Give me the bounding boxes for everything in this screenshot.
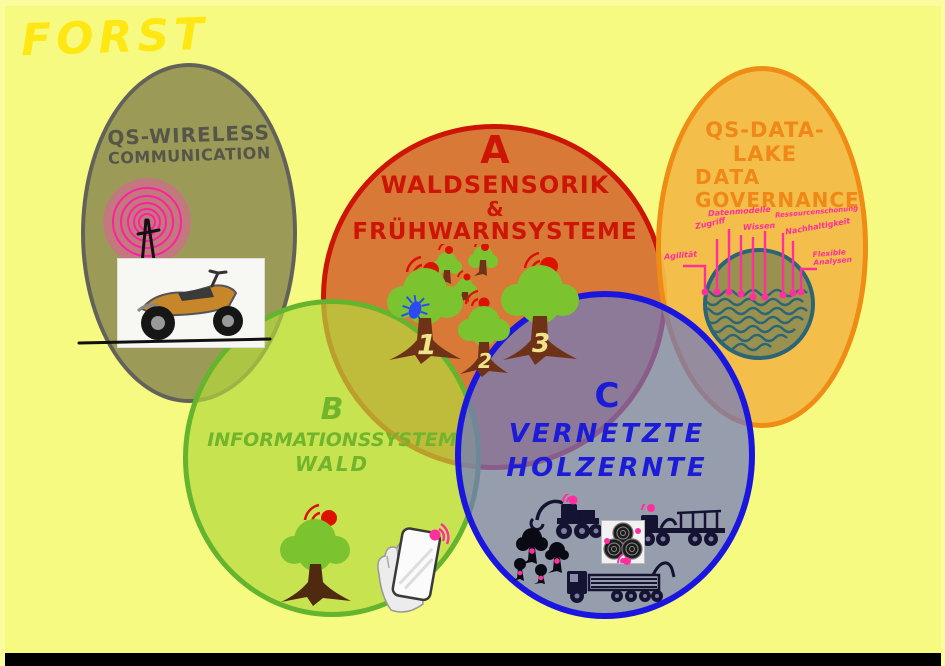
ground-line bbox=[77, 337, 272, 345]
section-letter-a: A bbox=[480, 128, 510, 172]
atv-quad-bike-icon bbox=[136, 269, 243, 340]
waldsensorik-ampersand: & bbox=[486, 197, 504, 222]
section-letter-b: B bbox=[320, 392, 344, 427]
datalake-line3: DATA bbox=[695, 165, 762, 190]
tree-1-icon: 1 bbox=[387, 255, 463, 364]
datalake-line2: LAKE bbox=[732, 142, 798, 167]
informationssystem-title: B INFORMATIONSSYSTEM WALD bbox=[182, 391, 482, 477]
tree-3-icon: 3 bbox=[501, 252, 579, 365]
tree-2-number: 2 bbox=[478, 349, 492, 373]
datalake-line1: QS-DATA- bbox=[705, 118, 825, 142]
waldsensorik-line1: WALDSENSORIK bbox=[380, 170, 610, 199]
data-lake-icon bbox=[683, 229, 817, 360]
page-title: FORST bbox=[20, 8, 210, 67]
section-letter-c: C bbox=[594, 376, 620, 416]
log-truck-icon bbox=[567, 553, 676, 603]
log-pile-icon bbox=[603, 522, 643, 563]
atv-photo bbox=[117, 258, 265, 348]
forwarder-icon bbox=[639, 504, 725, 546]
log-pile-photo bbox=[601, 520, 645, 564]
bottom-black-bar bbox=[5, 653, 941, 666]
waldsensorik-line2: FRÜHWARNSYSTEME bbox=[352, 219, 638, 246]
data-lake-ellipse bbox=[656, 66, 868, 428]
data-lake-title: QS-DATA- LAKE DATA GOVERNANCE bbox=[669, 118, 861, 212]
tree-2-icon: 2 bbox=[458, 289, 510, 377]
holzernte-line1: VERNETZTE bbox=[508, 419, 706, 450]
smartphone-hand-icon bbox=[377, 522, 450, 613]
felled-trees-icon bbox=[513, 528, 569, 584]
datalake-line4: GOVERNANCE bbox=[695, 188, 860, 213]
wireless-communication-title: QS-WIRELESS COMMUNICATION bbox=[88, 120, 289, 169]
holzernte-title: C VERNETZTE HOLZERNTE bbox=[457, 374, 757, 486]
sensor-tree-icon bbox=[280, 503, 351, 606]
holzernte-circle bbox=[455, 291, 755, 619]
informationssystem-line1: INFORMATIONSSYSTEM bbox=[207, 428, 457, 451]
tree-1-number: 1 bbox=[417, 328, 436, 361]
holzernte-line2: HOLZERNTE bbox=[506, 452, 708, 483]
tree-3-number: 3 bbox=[532, 329, 550, 359]
informationssystem-line2: WALD bbox=[294, 452, 370, 477]
waldsensorik-title: A WALDSENSORIK & FRÜHWARNSYSTEME bbox=[335, 128, 655, 246]
